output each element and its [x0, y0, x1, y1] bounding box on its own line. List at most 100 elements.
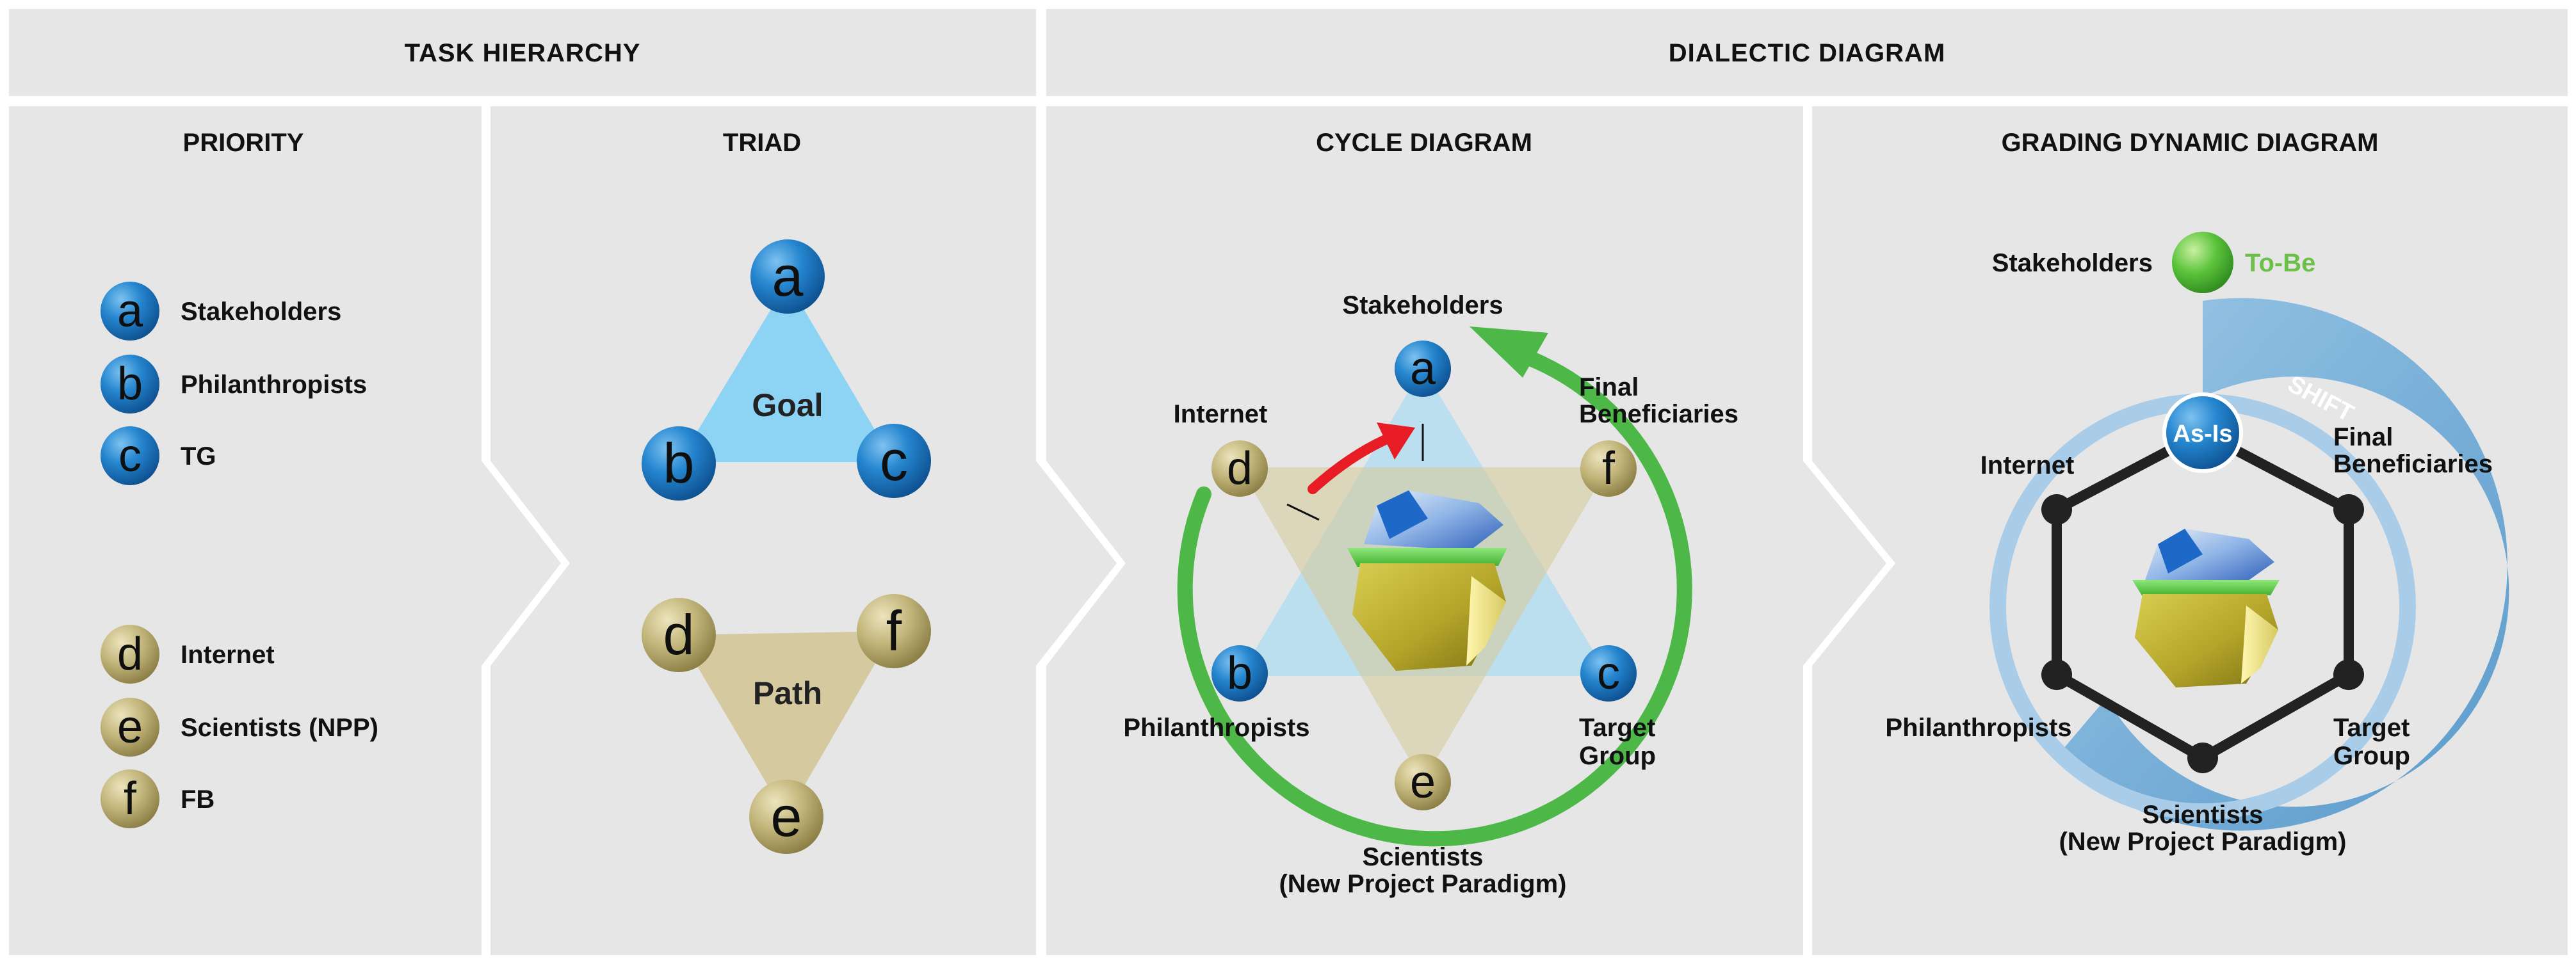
hex-vertex-dot — [2187, 743, 2218, 773]
node-b-icon — [642, 426, 716, 501]
grading-label-final: Final — [2333, 423, 2393, 451]
gem-icon — [1347, 490, 1507, 671]
triad-title: TRIAD — [723, 129, 801, 157]
node-a-icon — [101, 282, 159, 341]
priority-panel-bg — [9, 106, 561, 955]
node-letter: a — [1410, 343, 1436, 394]
task-hierarchy-header: TASK HIERARCHY — [405, 39, 641, 67]
node-b-icon — [101, 355, 159, 414]
node-letter: d — [117, 629, 143, 680]
grading-label-new-project-paradigm: (New Project Paradigm) — [2059, 828, 2346, 856]
priority-list: a Stakeholders b Philanthropists c TG d … — [101, 282, 378, 828]
cycle-label-target: Target — [1579, 714, 1655, 742]
node-letter: b — [1227, 648, 1252, 699]
cycle-label-stakeholders: Stakeholders — [1342, 291, 1503, 319]
to-be-node-icon — [2172, 232, 2233, 293]
path-triangle — [679, 631, 894, 817]
node-letter: f — [124, 773, 137, 824]
grading-label-philanthropists: Philanthropists — [1885, 714, 2071, 742]
node-letter: c — [1597, 648, 1620, 699]
as-is-label: As-Is — [2173, 421, 2233, 447]
node-a-icon — [1395, 341, 1451, 397]
hex-vertex-dot — [2041, 659, 2072, 690]
node-f-icon — [1580, 440, 1637, 497]
node-e-icon — [1395, 754, 1451, 810]
as-is-node-icon — [2162, 392, 2243, 473]
to-be-label: To-Be — [2245, 249, 2315, 277]
dialectic-diagram-header-bg — [1046, 9, 2568, 96]
goal-label: Goal — [752, 387, 823, 423]
node-letter: c — [118, 430, 142, 481]
hex-vertex-dot — [2333, 659, 2364, 690]
hex-vertex-dot — [2041, 494, 2072, 525]
node-e-icon — [101, 698, 159, 757]
node-c-icon — [1580, 645, 1637, 702]
node-f-icon — [101, 769, 159, 828]
cycle-label-beneficiaries: Beneficiaries — [1579, 400, 1738, 428]
priority-label: FB — [181, 785, 215, 814]
node-letter: a — [772, 245, 804, 308]
priority-item-e: e Scientists (NPP) — [101, 698, 378, 757]
node-a-icon — [750, 239, 825, 314]
grading-label-beneficiaries: Beneficiaries — [2333, 450, 2493, 478]
cycle-label-group: Group — [1579, 742, 1656, 770]
node-letter: b — [663, 431, 695, 495]
node-f-icon — [857, 594, 931, 668]
priority-label: TG — [181, 442, 216, 470]
cycle-label-scientists: Scientists — [1363, 843, 1484, 871]
node-c-icon — [101, 426, 159, 485]
priority-label: Philanthropists — [181, 371, 367, 399]
triad-panel-bg — [490, 106, 1117, 955]
node-letter: d — [1227, 443, 1252, 494]
priority-title: PRIORITY — [183, 129, 304, 157]
node-d-icon — [642, 598, 716, 672]
hex-vertex-dot — [2333, 494, 2364, 525]
grading-label-stakeholders: Stakeholders — [1992, 249, 2153, 277]
red-arrow — [1308, 433, 1395, 494]
grading-label-scientists: Scientists — [2143, 801, 2264, 829]
node-e-icon — [749, 780, 823, 854]
grading-title: GRADING DYNAMIC DIAGRAM — [2002, 129, 2379, 157]
node-letter: c — [880, 429, 908, 492]
priority-item-b: b Philanthropists — [101, 355, 367, 414]
path-triad: Path d f e — [642, 594, 931, 854]
grading-label-target: Target — [2333, 714, 2410, 742]
node-letter: e — [771, 785, 802, 848]
red-arrowhead-icon — [1377, 422, 1415, 460]
cycle-arrowhead-icon — [1470, 326, 1548, 378]
priority-item-d: d Internet — [101, 625, 275, 684]
node-letter: a — [117, 285, 143, 337]
priority-label: Scientists (NPP) — [181, 714, 378, 742]
cycle-label-new-project-paradigm: (New Project Paradigm) — [1279, 870, 1566, 898]
node-letter: f — [1602, 443, 1616, 494]
node-letter: e — [1410, 757, 1436, 808]
cycle-ring — [1177, 351, 1692, 847]
node-letter: f — [886, 599, 902, 663]
priority-label: Stakeholders — [181, 298, 341, 326]
cycle-label-final: Final — [1579, 373, 1639, 401]
task-hierarchy-header-bg — [9, 9, 1036, 96]
grading-diagram: SHIFT As-Is To-Be Stakeholders Internet … — [1885, 232, 2509, 856]
grading-label-internet: Internet — [1981, 451, 2075, 479]
goal-triad: Goal a b c — [642, 239, 931, 501]
dialectic-diagram-header: DIALECTIC DIAGRAM — [1669, 39, 1946, 67]
node-d-icon — [1211, 440, 1268, 497]
gem-icon — [2132, 529, 2280, 687]
priority-item-f: f FB — [101, 769, 215, 828]
node-letter: b — [117, 358, 143, 410]
priority-item-c: c TG — [101, 426, 216, 485]
cycle-label-internet: Internet — [1174, 400, 1268, 428]
connector-line — [1286, 503, 1320, 521]
priority-label: Internet — [181, 641, 275, 669]
node-d-icon — [101, 625, 159, 684]
node-c-icon — [857, 424, 931, 498]
node-letter: e — [117, 702, 143, 753]
cycle-label-philanthropists: Philanthropists — [1123, 714, 1309, 742]
node-b-icon — [1211, 645, 1268, 702]
path-label: Path — [753, 675, 822, 711]
cycle-title: CYCLE DIAGRAM — [1316, 129, 1532, 157]
grading-label-group: Group — [2333, 742, 2410, 770]
priority-item-a: a Stakeholders — [101, 282, 341, 341]
goal-triangle — [679, 282, 894, 462]
